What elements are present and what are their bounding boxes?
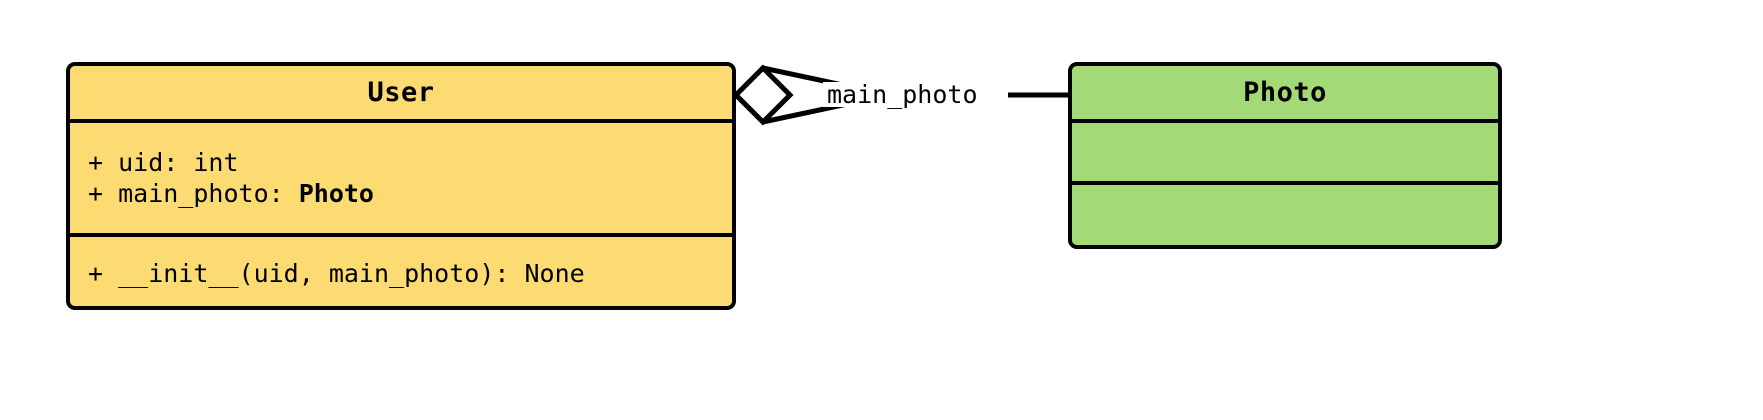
association-label-main-photo: main_photo — [823, 82, 982, 107]
attribute-main-photo: + main_photo: Photo — [88, 178, 714, 209]
uml-class-user[interactable]: User + uid: int + main_photo: Photo + __… — [66, 62, 736, 310]
aggregation-diamond-shape — [732, 64, 794, 126]
uml-class-photo[interactable]: Photo — [1068, 62, 1502, 249]
attribute-main-photo-prefix: + main_photo: — [88, 179, 299, 208]
class-user-title: User — [70, 66, 732, 123]
operation-init-text: + __init__(uid, main_photo): None — [88, 259, 585, 288]
attribute-uid-text: + uid: int — [88, 148, 239, 177]
class-photo-title: Photo — [1072, 66, 1498, 123]
class-user-operations: + __init__(uid, main_photo): None — [70, 237, 732, 306]
attribute-main-photo-type: Photo — [298, 179, 374, 208]
class-photo-operations — [1072, 185, 1498, 245]
attribute-uid: + uid: int — [88, 147, 714, 178]
class-photo-attributes — [1072, 123, 1498, 185]
operation-init: + __init__(uid, main_photo): None — [88, 258, 714, 289]
class-user-attributes: + uid: int + main_photo: Photo — [70, 123, 732, 237]
